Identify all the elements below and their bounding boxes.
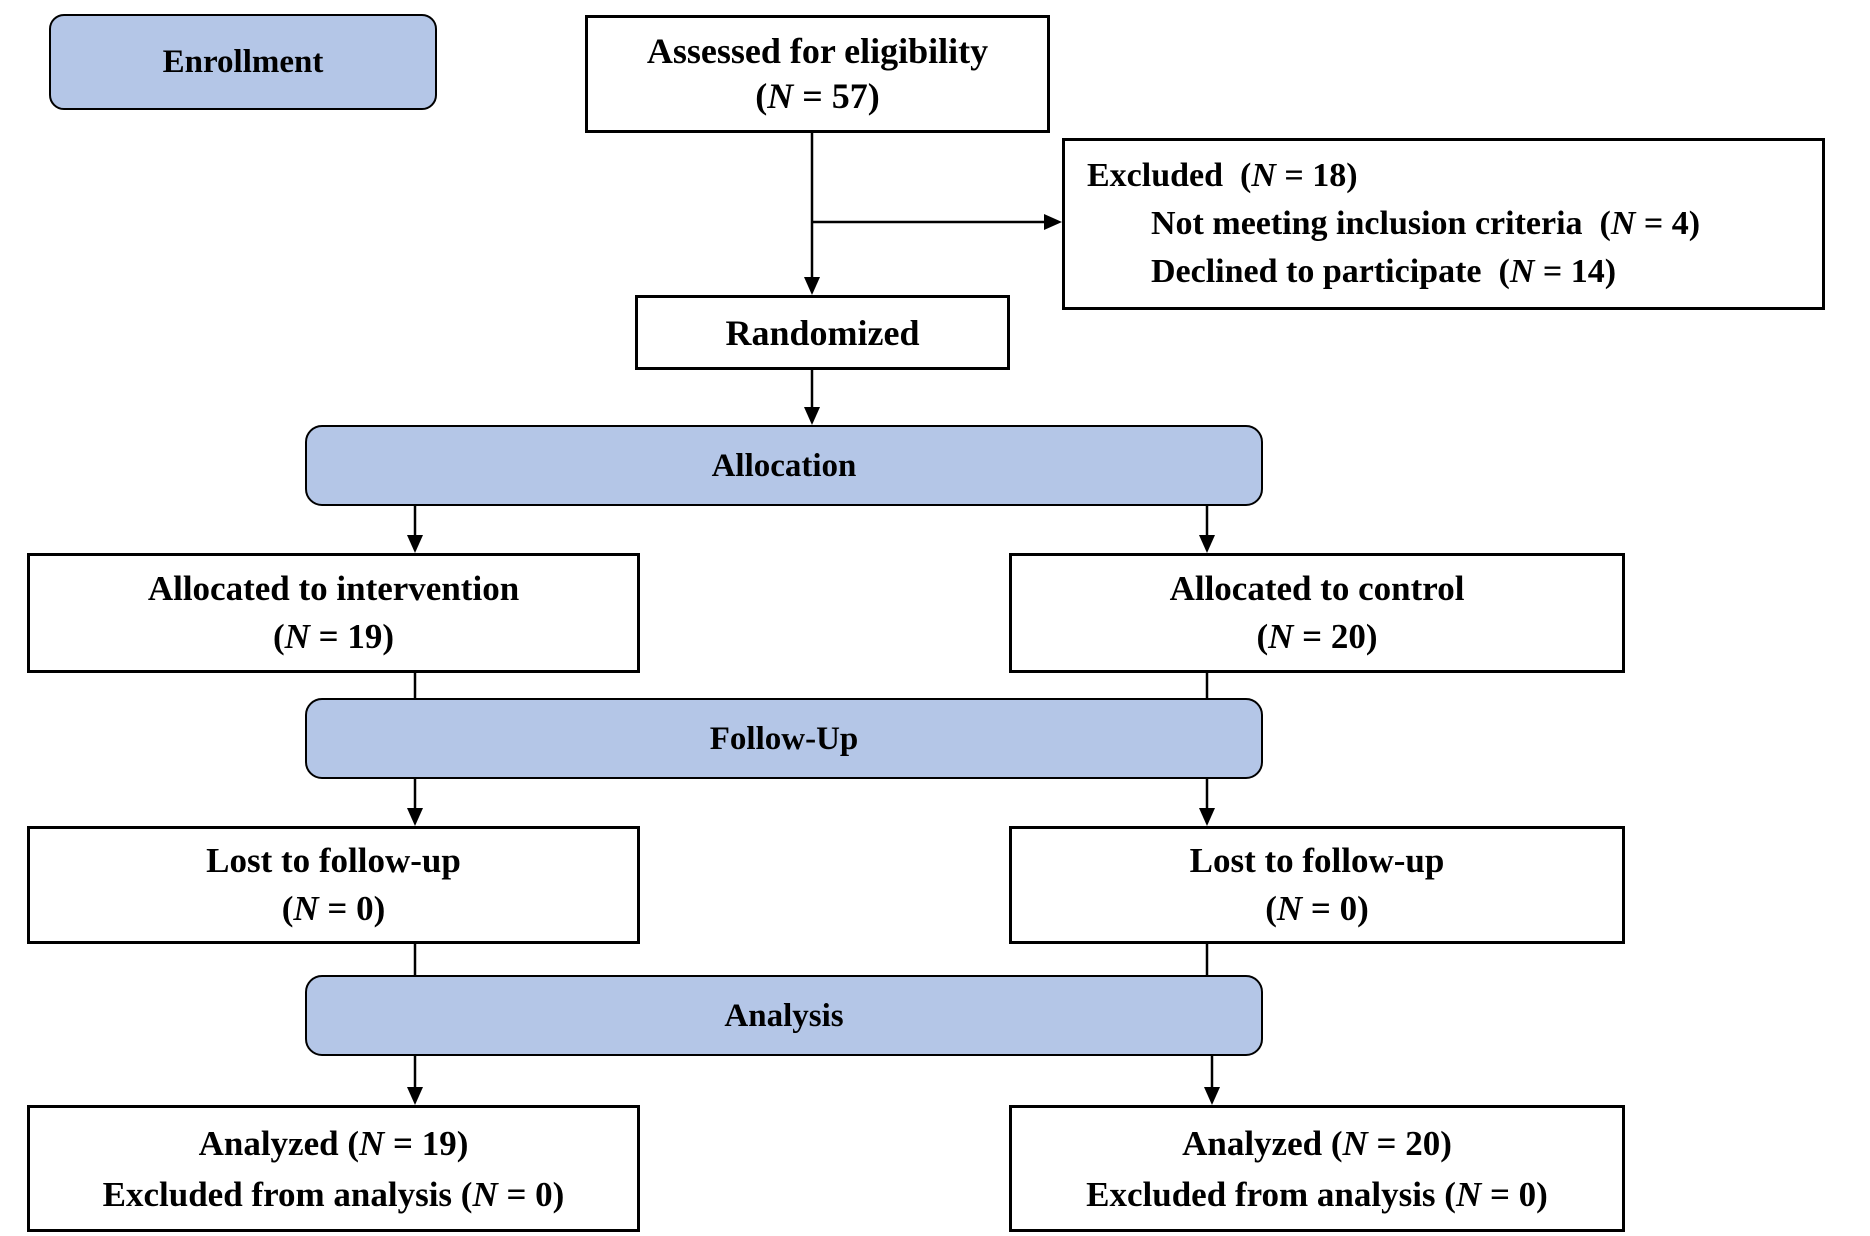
analyzed-intervention-excluded: Excluded from analysis (N = 0) [102,1174,565,1214]
stage-banner-analysis: Analysis [305,975,1263,1056]
stage-label-enrollment: Enrollment [162,44,324,80]
box-randomized: Randomized [635,295,1010,370]
allocated-control-line1: Allocated to control [1169,569,1465,608]
analyzed-intervention-count: Analyzed (N = 19) [198,1123,469,1163]
connector-branch-to-excluded [812,214,1062,230]
box-allocated-control: Allocated to control (N = 20) [1009,553,1625,673]
connector-followup-to-lost-intervention [407,779,423,826]
lost-control-count: (N = 0) [1265,889,1369,928]
allocated-intervention-line1: Allocated to intervention [147,569,520,608]
connector-assessed-to-randomized [804,133,820,295]
box-allocated-intervention: Allocated to intervention (N = 19) [27,553,640,673]
analyzed-control-excluded: Excluded from analysis (N = 0) [1086,1174,1548,1214]
excluded-reason-inclusion: Not meeting inclusion criteria (N = 4) [1151,205,1701,242]
connector-allocation-to-intervention [407,506,423,553]
assessed-line1: Assessed for eligibility [646,31,989,71]
connector-analysis-to-analyzed-intervention [407,1056,423,1105]
randomized-label: Randomized [725,312,920,353]
box-analyzed-control: Analyzed (N = 20) Excluded from analysis… [1009,1105,1625,1232]
analyzed-control-count: Analyzed (N = 20) [1182,1123,1452,1163]
stage-banner-follow-up: Follow-Up [305,698,1263,779]
excluded-reason-declined: Declined to participate (N = 14) [1151,253,1617,290]
stage-label-follow-up: Follow-Up [709,720,859,757]
connector-followup-to-lost-control [1199,779,1215,826]
box-lost-followup-intervention: Lost to follow-up (N = 0) [27,826,640,944]
allocated-intervention-count: (N = 19) [272,617,395,656]
box-lost-followup-control: Lost to follow-up (N = 0) [1009,826,1625,944]
stage-label-allocation: Allocation [711,447,857,484]
stage-banner-enrollment: Enrollment [49,14,437,110]
allocated-control-count: (N = 20) [1256,617,1378,656]
box-excluded: Excluded (N = 18) Not meeting inclusion … [1062,138,1825,310]
excluded-line1: Excluded (N = 18) [1087,157,1358,194]
connector-allocation-to-control [1199,506,1215,553]
stage-label-analysis: Analysis [724,997,844,1034]
box-assessed-for-eligibility: Assessed for eligibility (N = 57) [585,15,1050,133]
lost-intervention-count: (N = 0) [281,889,386,928]
connector-analysis-to-analyzed-control [1204,1056,1220,1105]
connector-randomized-to-allocation [804,370,820,425]
box-analyzed-intervention: Analyzed (N = 19) Excluded from analysis… [27,1105,640,1232]
lost-control-line1: Lost to follow-up [1189,841,1445,880]
stage-banner-allocation: Allocation [305,425,1263,506]
lost-intervention-line1: Lost to follow-up [206,841,461,880]
assessed-count: (N = 57) [755,76,880,116]
